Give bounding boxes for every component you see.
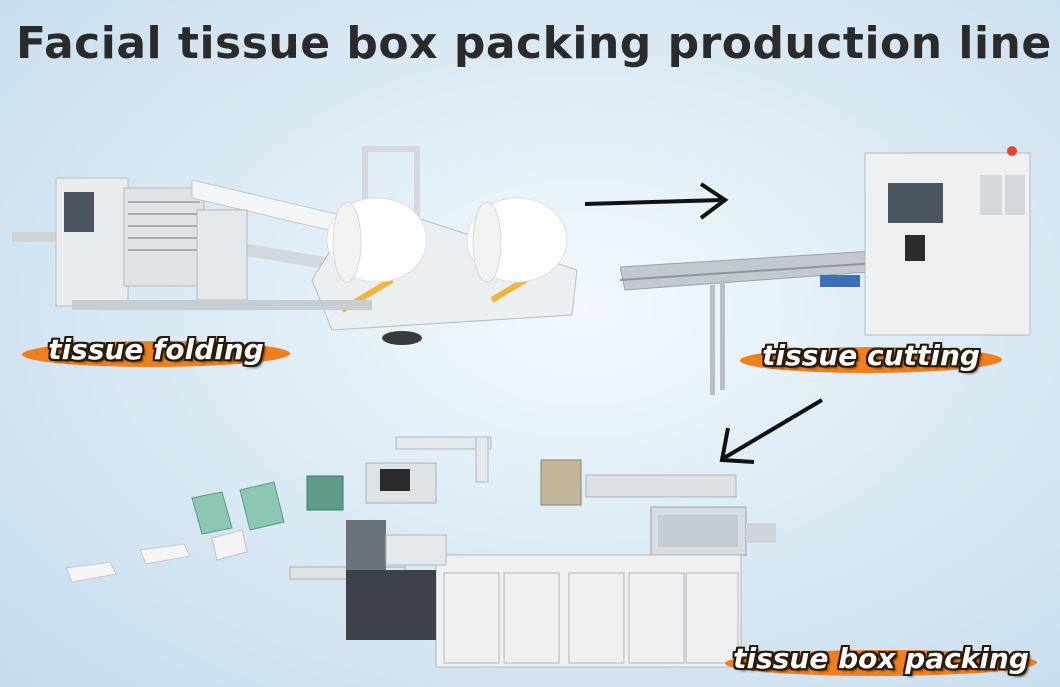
- packing-machine-image: [289, 436, 776, 668]
- cutting-machine-image: [620, 146, 1031, 395]
- tissue-products-image: [65, 475, 344, 583]
- arrow-right-icon: [584, 182, 729, 220]
- stage-label-folding: tissue folding: [17, 327, 295, 371]
- stage-label-packing: tissue box packing: [720, 636, 1042, 680]
- stage-label-text: tissue box packing: [733, 641, 1029, 675]
- stage-label-text: tissue folding: [48, 332, 264, 366]
- folding-machine-image: [12, 146, 578, 345]
- arrow-down-left-icon: [719, 398, 824, 464]
- stage-label-text: tissue cutting: [762, 338, 980, 372]
- stage-label-cutting: tissue cutting: [735, 333, 1007, 377]
- page-title: Facial tissue box packing production lin…: [16, 18, 1052, 69]
